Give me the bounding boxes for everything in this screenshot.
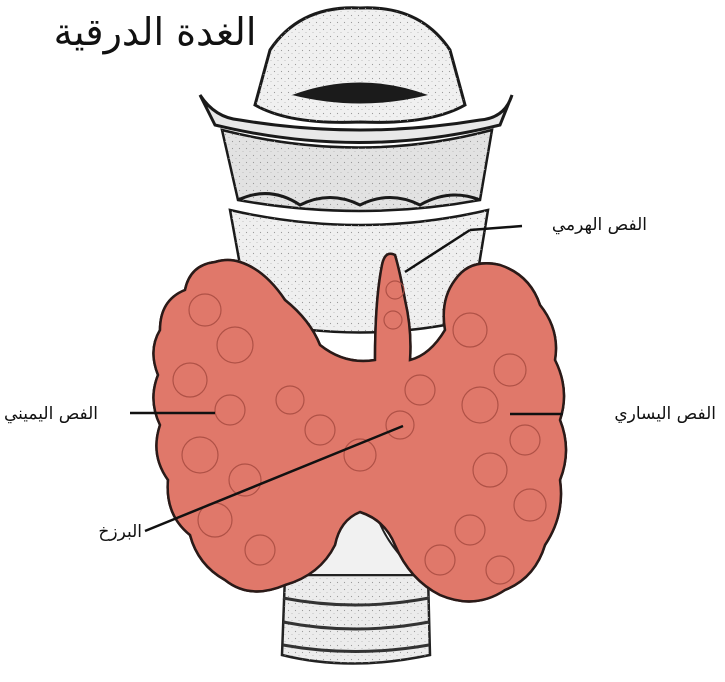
label-left-lobe: الفص اليساري (566, 403, 716, 425)
label-right-lobe: الفص اليميني (4, 403, 128, 425)
diagram-title: الغدة الدرقية (40, 4, 270, 60)
label-isthmus: البرزخ (80, 521, 142, 543)
label-pyramidal-lobe: الفص الهرمي (527, 214, 647, 236)
